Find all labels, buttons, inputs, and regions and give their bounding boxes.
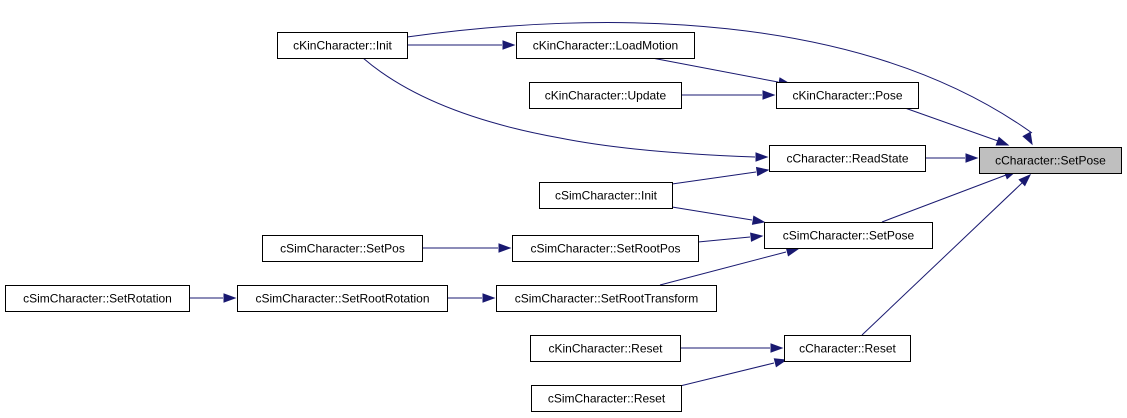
function-node[interactable]: cKinCharacter::Reset (530, 335, 681, 362)
edge-sim_init-to-char_read (671, 166, 770, 185)
edge-line (904, 107, 999, 142)
edge-sim_setrot-to-sim_rootrot (189, 293, 237, 303)
function-node[interactable]: cKinCharacter::LoadMotion (516, 32, 695, 59)
function-node[interactable]: cSimCharacter::SetRootTransform (496, 285, 717, 312)
edge-sim_rootrot-to-sim_roottf (447, 293, 496, 303)
edge-line (659, 251, 787, 286)
node-box[interactable] (769, 145, 926, 172)
edge-sim_setpos-to-sim_rootpos (422, 243, 512, 253)
node-label: cCharacter::Reset (799, 342, 896, 356)
function-node[interactable]: cSimCharacter::SetRotation (5, 285, 190, 312)
edge-arrowhead (762, 90, 776, 100)
node-box[interactable] (516, 32, 695, 59)
edge-line (697, 236, 751, 243)
node-box[interactable] (979, 147, 1122, 174)
edge-sim_roottf-to-sim_setpose (659, 247, 800, 286)
function-node[interactable]: cSimCharacter::SetPose (764, 222, 933, 249)
node-label: cCharacter::ReadState (786, 152, 908, 166)
node-box[interactable] (277, 32, 408, 59)
edge-kin_load-to-kin_pose (651, 57, 792, 87)
edge-arrowhead (755, 152, 769, 162)
edge-line (679, 362, 775, 387)
node-box[interactable] (539, 182, 673, 209)
node-box[interactable] (262, 235, 423, 262)
function-node[interactable]: cKinCharacter::Init (277, 32, 408, 59)
node-label: cKinCharacter::Reset (548, 342, 663, 356)
node-box[interactable] (764, 222, 933, 249)
function-node[interactable]: cKinCharacter::Pose (776, 82, 919, 109)
node-label: cSimCharacter::Init (555, 189, 658, 203)
edge-arrowhead (770, 343, 784, 353)
edge-char_read-to-set_pose_char (925, 153, 979, 163)
edge-kin_init-to-set_pose_char (406, 22, 1033, 146)
node-label: cSimCharacter::SetPose (783, 229, 915, 243)
node-label: cCharacter::SetPose (995, 154, 1106, 168)
node-label: cSimCharacter::SetRotation (23, 292, 172, 306)
edge-arrowhead (751, 215, 766, 225)
edge-arrowhead (750, 232, 764, 242)
node-label: cKinCharacter::Init (293, 39, 392, 53)
edge-kin_reset-to-char_reset (680, 343, 784, 353)
node-label: cKinCharacter::Pose (792, 89, 902, 103)
node-box[interactable] (776, 82, 919, 109)
edge-arrowhead (1018, 173, 1032, 187)
edge-arrowhead (223, 293, 237, 303)
edge-char_reset-to-set_pose_char (861, 173, 1032, 336)
node-box[interactable] (237, 285, 448, 312)
edge-arrowhead (482, 293, 496, 303)
edge-arrowhead (1022, 131, 1033, 146)
edge-arrowhead (773, 358, 788, 368)
function-node[interactable]: cSimCharacter::Init (539, 182, 673, 209)
edge-arrowhead (785, 247, 800, 257)
node-box[interactable] (512, 235, 699, 262)
function-node[interactable]: cSimCharacter::SetRootRotation (237, 285, 448, 312)
edge-sim_setpose-to-set_pose_char (881, 170, 1018, 223)
focus-node[interactable]: cCharacter::SetPose (979, 147, 1122, 174)
function-node[interactable]: cSimCharacter::SetRootPos (512, 235, 699, 262)
node-label: cKinCharacter::Update (545, 89, 667, 103)
node-label: cKinCharacter::LoadMotion (533, 39, 678, 53)
edge-kin_init-to-kin_load (407, 40, 516, 50)
node-label: cSimCharacter::SetRootTransform (515, 292, 699, 306)
edge-arrowhead (502, 40, 516, 50)
edge-line (671, 171, 757, 185)
edge-line (651, 57, 779, 83)
function-node[interactable]: cSimCharacter::SetPos (262, 235, 423, 262)
edge-arrowhead (755, 166, 770, 177)
node-box[interactable] (530, 335, 681, 362)
node-box[interactable] (496, 285, 717, 312)
edge-line (861, 182, 1023, 336)
edge-arrowhead (965, 153, 979, 163)
node-box[interactable] (531, 385, 682, 412)
edge-kin_pose-to-set_pose_char (904, 107, 1010, 146)
edge-line (362, 57, 756, 158)
edge-kin_update-to-kin_pose (681, 90, 776, 100)
edge-arrowhead (498, 243, 512, 253)
edges-layer (189, 22, 1033, 387)
edge-sim_init-to-sim_setpose (671, 206, 766, 225)
node-label: cSimCharacter::SetRootRotation (255, 292, 429, 306)
node-box[interactable] (5, 285, 190, 312)
node-label: cSimCharacter::SetRootPos (530, 242, 680, 256)
node-box[interactable] (529, 82, 682, 109)
edge-arrowhead (995, 136, 1010, 146)
node-box[interactable] (784, 335, 911, 362)
edge-kin_init-to-char_read (362, 57, 769, 162)
node-label: cSimCharacter::Reset (548, 392, 666, 406)
function-node[interactable]: cKinCharacter::Update (529, 82, 682, 109)
edge-line (671, 206, 753, 221)
function-node[interactable]: cSimCharacter::Reset (531, 385, 682, 412)
function-node[interactable]: cCharacter::Reset (784, 335, 911, 362)
function-node[interactable]: cCharacter::ReadState (769, 145, 926, 172)
edge-sim_reset-to-char_reset (679, 358, 788, 387)
node-label: cSimCharacter::SetPos (280, 242, 405, 256)
edge-line (406, 22, 1033, 134)
edge-line (881, 174, 1007, 223)
edge-sim_rootpos-to-sim_setpose (697, 232, 764, 243)
